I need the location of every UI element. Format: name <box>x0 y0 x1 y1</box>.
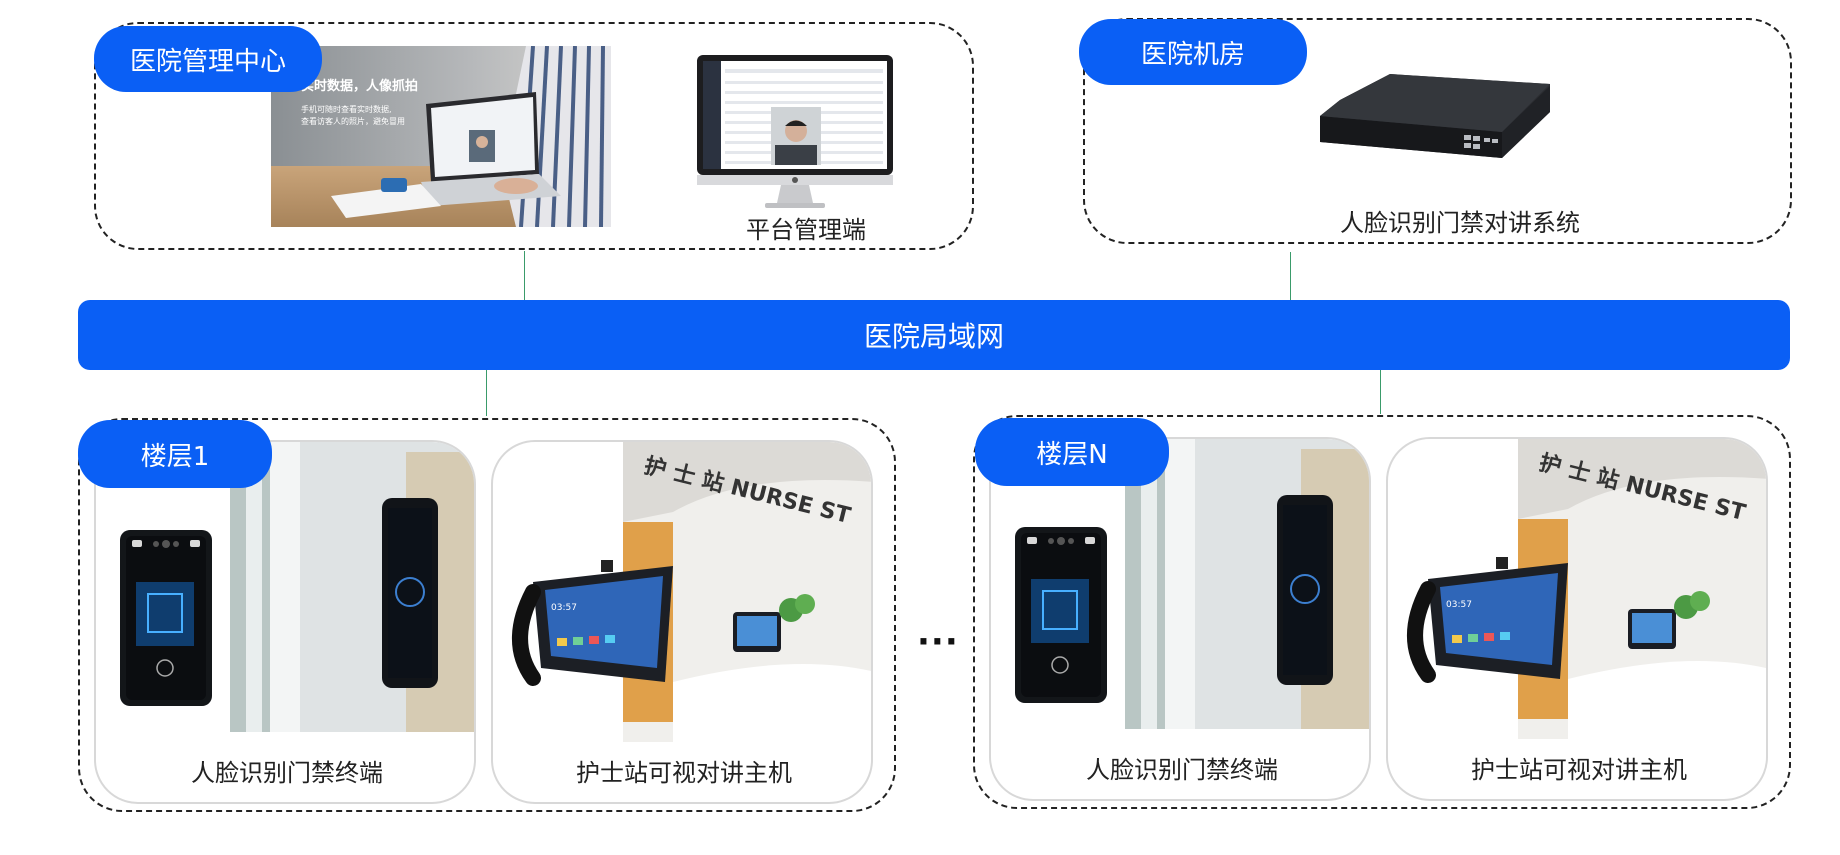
floor-1-terminal-caption: 人脸识别门禁终端 <box>191 759 383 787</box>
connector-lan-floorn <box>1380 370 1381 414</box>
floor-1-terminal-card: 人脸识别门禁终端 <box>94 440 476 804</box>
management-center-label: 医院管理中心 <box>94 26 322 92</box>
floor-n-label: 楼层N <box>975 418 1169 486</box>
floor-n-group <box>973 415 1791 809</box>
floor-n-nurse-caption: 护士站可视对讲主机 <box>1471 756 1687 784</box>
photo-subtext-2: 查看访客人的照片，避免冒用 <box>301 116 405 126</box>
nurse-station-image: 护 士 站 NURSE ST 03:57 <box>1407 439 1766 739</box>
floor-1-nurse-caption: 护士站可视对讲主机 <box>576 759 792 787</box>
connector-lan-floor1 <box>486 370 487 416</box>
tablet-time: 03:57 <box>1446 600 1472 610</box>
floor-n-terminal-card: 人脸识别门禁终端 <box>989 437 1371 801</box>
hospital-lan-bar: 医院局域网 <box>78 300 1790 370</box>
face-terminal-image <box>120 442 474 732</box>
tablet-time: 03:57 <box>551 603 577 613</box>
floor-n-nurse-card: 护 士 站 NURSE ST 03:57 护士站可视对讲主机 <box>1386 437 1768 801</box>
office-laptop-photo: 实时数据，人像抓拍 手机可随时查看实时数据, 查看访客人的照片，避免冒用 <box>271 46 611 227</box>
more-floors-ellipsis: ··· <box>917 622 959 662</box>
floor-n-terminal-caption: 人脸识别门禁终端 <box>1086 756 1278 784</box>
nurse-station-image: 护 士 站 NURSE ST 03:57 <box>512 442 871 742</box>
photo-headline: 实时数据，人像抓拍 <box>301 78 418 94</box>
management-center-group <box>94 22 974 250</box>
floor-1-label: 楼层1 <box>78 420 272 488</box>
face-recognition-server-image <box>1320 72 1550 162</box>
face-system-caption: 人脸识别门禁对讲系统 <box>1340 209 1580 237</box>
server-room-group <box>1083 18 1792 244</box>
floor-1-nurse-card: 护 士 站 NURSE ST 03:57 护士站可视对讲主机 <box>491 440 873 804</box>
platform-caption: 平台管理端 <box>746 216 866 244</box>
photo-subtext-1: 手机可随时查看实时数据, <box>301 104 392 114</box>
server-room-label: 医院机房 <box>1079 19 1307 85</box>
connector-management-lan <box>524 251 525 300</box>
floor-1-group <box>78 418 896 812</box>
connector-server-lan <box>1290 252 1291 300</box>
face-terminal-image <box>1015 439 1369 729</box>
platform-monitor-image <box>695 55 895 210</box>
